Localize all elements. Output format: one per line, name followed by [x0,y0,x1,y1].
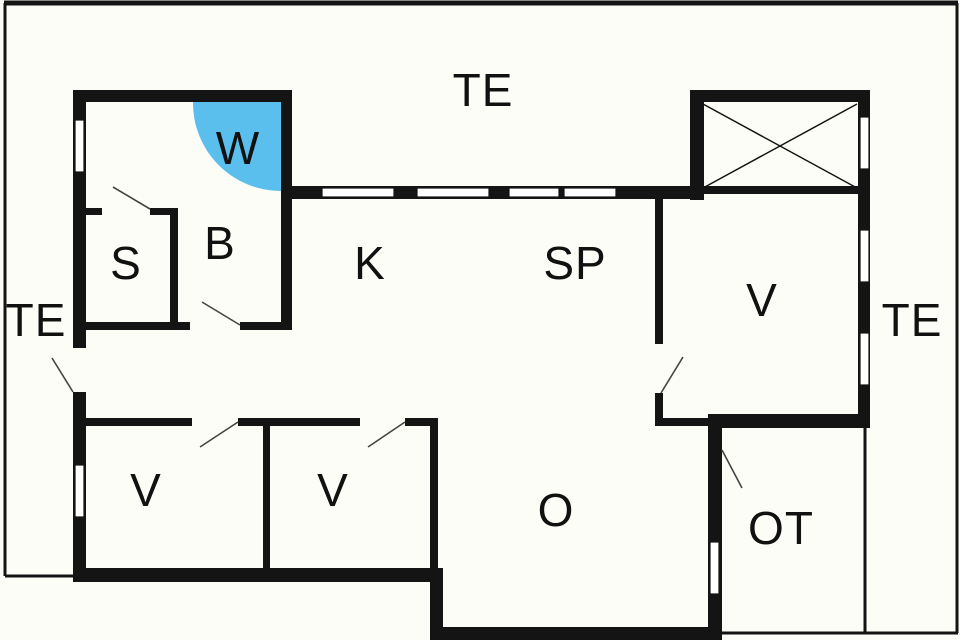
room-label-wc: W [215,122,261,174]
room-label-terrace-left: TE [5,294,67,346]
wc-area [192,101,281,191]
room-label-terrace-right: TE [881,294,943,346]
room-label-dining: SP [543,237,607,289]
interior-walls [86,194,715,576]
room-label-sauna: S [110,237,142,289]
room-label-bedroom-left2: V [317,464,349,516]
room-label-bedroom-left1: V [130,464,162,516]
storage-cross [702,103,858,189]
doors [51,186,743,489]
room-label-bedroom-right: V [746,274,778,326]
room-label-bathroom: B [204,217,236,269]
room-label-porch: OT [748,502,814,554]
room-label-kitchen: K [354,237,386,289]
windows [74,116,870,595]
room-label-living: O [537,484,575,536]
room-label-terrace-top: TE [452,64,514,116]
terrace-outline [3,0,959,635]
